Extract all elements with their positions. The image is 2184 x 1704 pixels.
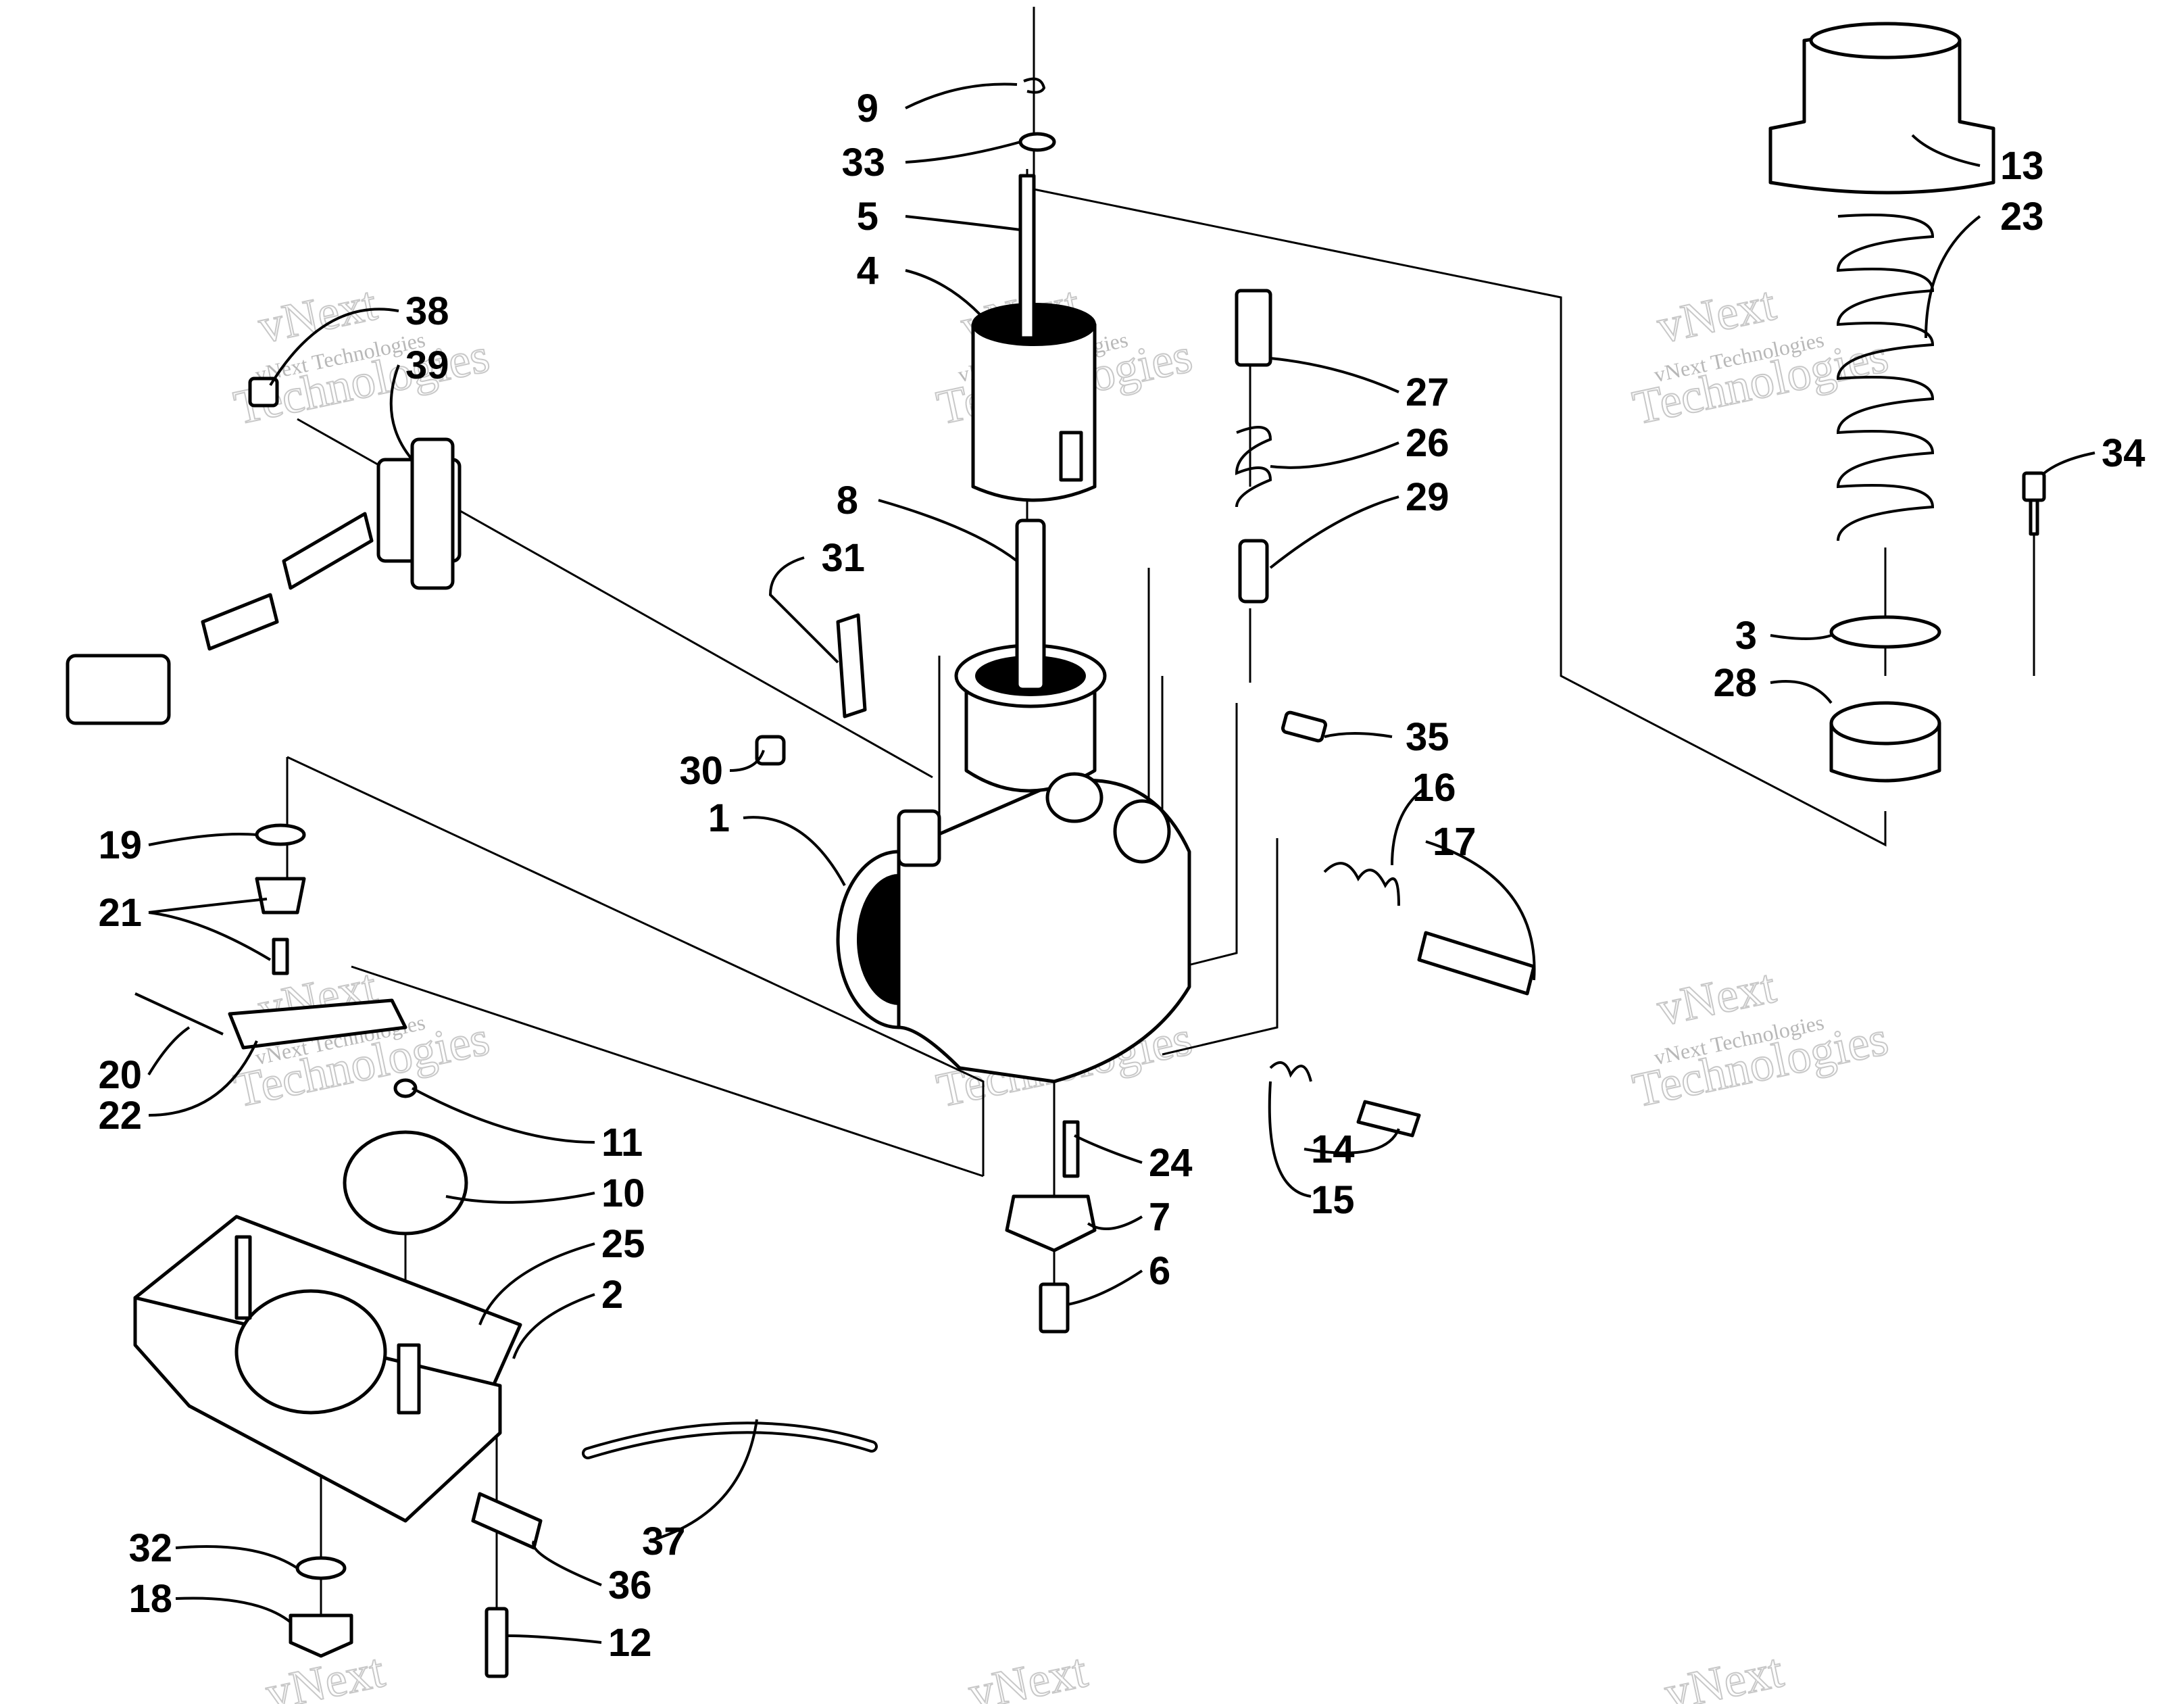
part-main-jet [1005, 1120, 1097, 1334]
watermark-middle-right: vNext vNext Technologies Technologies [1628, 958, 1893, 1118]
callout-22: 22 [98, 1094, 142, 1138]
watermark-bottom-center: vNext [964, 1642, 1093, 1704]
callout-19: 19 [98, 823, 142, 867]
callout-9: 9 [857, 87, 878, 130]
callout-29: 29 [1406, 475, 1449, 519]
part-idle-adjuster [1235, 289, 1272, 604]
part-float-valve [134, 823, 407, 1050]
callout-25: 25 [601, 1222, 645, 1266]
callout-26: 26 [1406, 421, 1449, 465]
callout-8: 8 [837, 479, 858, 522]
callout-12: 12 [608, 1621, 652, 1665]
callout-39: 39 [405, 343, 449, 387]
callout-6: 6 [1149, 1249, 1170, 1293]
callout-35: 35 [1406, 715, 1449, 759]
callout-32: 32 [128, 1526, 172, 1570]
part-bolt-36-12 [471, 1492, 543, 1678]
callout-21: 21 [98, 891, 142, 935]
callout-34: 34 [2102, 431, 2145, 475]
callout-3: 3 [1735, 614, 1757, 658]
part-float [343, 1078, 468, 1236]
part-screw-34 [2022, 471, 2046, 536]
callout-5: 5 [857, 195, 878, 239]
part-float-chamber [133, 1215, 522, 1523]
part-drain-plug [289, 1556, 353, 1658]
callout-7: 7 [1149, 1195, 1170, 1239]
callout-13: 13 [2000, 144, 2044, 188]
callout-2: 2 [601, 1273, 623, 1317]
part-needle-jet [1015, 518, 1046, 691]
leader-lines [147, 82, 2095, 1644]
part-choke-lever [755, 613, 867, 766]
callout-30: 30 [679, 749, 723, 793]
part-air-screw [1269, 1061, 1421, 1138]
callout-27: 27 [1406, 370, 1449, 414]
part-spring-seat [1829, 615, 1941, 649]
callout-33: 33 [841, 141, 885, 185]
watermark-bottom-right: vNext [1660, 1642, 1789, 1704]
svg-text:vNext: vNext [964, 1643, 1092, 1704]
part-vent-tube [582, 1421, 878, 1459]
callout-11: 11 [601, 1121, 643, 1165]
callout-24: 24 [1149, 1141, 1193, 1185]
callout-labels: 9 33 5 4 8 31 30 1 13 23 27 26 29 34 3 2… [98, 87, 2145, 1665]
svg-text:vNext: vNext [1660, 1643, 1788, 1704]
callout-10: 10 [601, 1171, 645, 1215]
callout-23: 23 [2000, 195, 2044, 239]
callout-4: 4 [857, 249, 878, 293]
part-jet-needle [1018, 174, 1036, 340]
callout-18: 18 [128, 1577, 172, 1621]
callout-38: 38 [405, 289, 449, 333]
part-mixing-chamber-top [1768, 22, 1995, 195]
part-needle-clip [1018, 77, 1056, 152]
part-holder [1829, 701, 1941, 783]
callout-36: 36 [608, 1563, 652, 1607]
callout-1: 1 [708, 796, 730, 840]
callout-15: 15 [1311, 1178, 1355, 1222]
watermark-top-left: vNext vNext Technologies Technologies [229, 275, 495, 435]
callout-16: 16 [1412, 766, 1456, 810]
callout-37: 37 [642, 1519, 686, 1563]
part-throttle-sensor [66, 376, 462, 725]
callout-31: 31 [821, 536, 865, 580]
callout-28: 28 [1713, 661, 1757, 705]
watermark-top-right: vNext vNext Technologies Technologies [1628, 275, 1893, 435]
part-carburetor-body [836, 643, 1191, 1084]
part-throttle-spring [1836, 214, 1935, 541]
callout-17: 17 [1433, 820, 1476, 864]
callout-14: 14 [1311, 1127, 1355, 1171]
callout-20: 20 [98, 1053, 142, 1097]
part-pilot-screw [1281, 710, 1536, 996]
